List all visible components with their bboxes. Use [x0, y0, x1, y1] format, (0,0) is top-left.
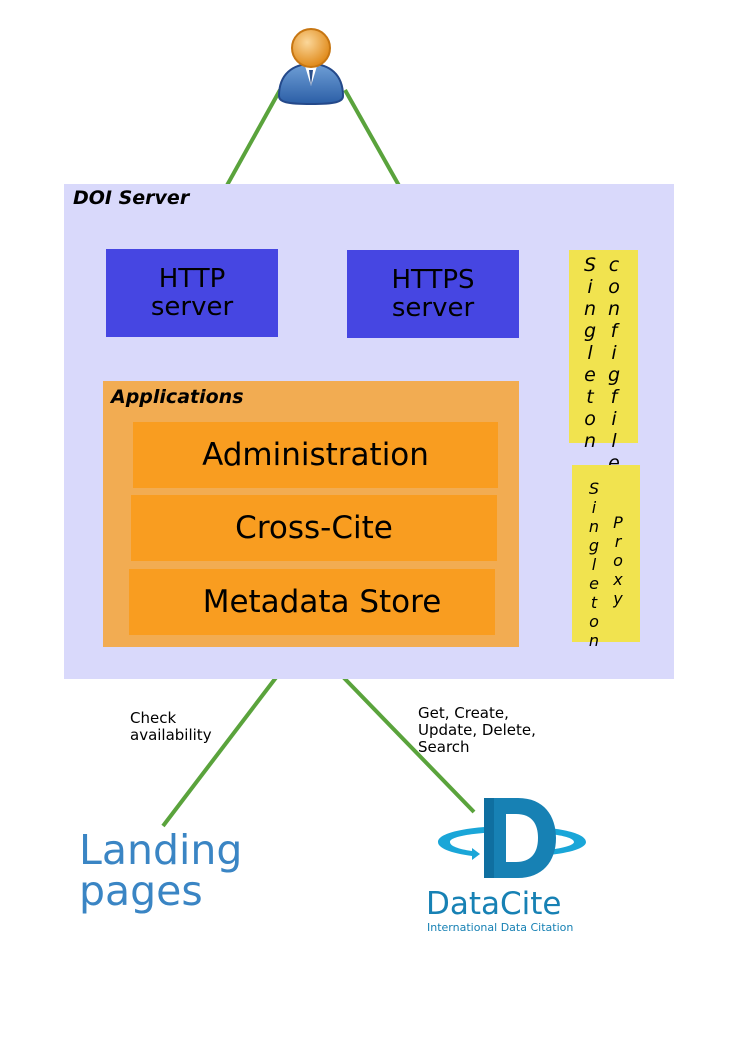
ops-label-line3: Search — [418, 738, 470, 756]
app-cross-cite: Cross-Cite — [131, 495, 497, 561]
datacite-tagline: International Data Citation — [427, 921, 574, 934]
singleton-config-col1-char: S — [583, 254, 597, 276]
singleton-proxy-col2-char: P — [613, 513, 623, 532]
https-server-line2: server — [391, 293, 475, 323]
ops-label-line2: Update, Delete, — [418, 721, 536, 739]
https-server-line1: HTTPS — [391, 265, 475, 295]
ops-label-line1: Get, Create, — [418, 704, 509, 722]
singleton-config-col2-char: f — [610, 320, 618, 342]
singleton-config-col2-char: n — [607, 298, 621, 320]
singleton-config-col2-char: o — [608, 276, 620, 298]
singleton-config-col1-char: n — [583, 430, 597, 452]
http-server-line2: server — [150, 292, 234, 322]
singleton-config-col1-char: i — [587, 276, 593, 298]
datacite-name: DataCite — [426, 886, 562, 922]
singleton-config-col2-char: f — [610, 386, 618, 408]
singleton-proxy-col1-char: l — [591, 555, 597, 574]
http-server-box: HTTP server — [106, 249, 278, 337]
landing-line2: pages — [79, 867, 203, 915]
singleton-proxy-col2-char: o — [613, 551, 623, 570]
singleton-proxy-col1-char: n — [588, 517, 600, 536]
applications-title: Applications — [111, 386, 244, 408]
singleton-config-col1-char: l — [587, 342, 593, 364]
app-administration: Administration — [133, 422, 498, 488]
https-server-box: HTTPS server — [347, 250, 519, 338]
edge-apps-landing — [161, 648, 299, 828]
person-icon — [277, 28, 345, 106]
singleton-config-col2-char: c — [608, 254, 620, 276]
singleton-config-col1-char: o — [584, 408, 596, 430]
singleton-proxy-col1-char: g — [588, 536, 600, 555]
app-metadata-store: Metadata Store — [129, 569, 495, 635]
singleton-proxy-col2-char: r — [614, 532, 622, 551]
singleton-proxy-col1-char: i — [591, 498, 597, 517]
check-label-line1: Check — [130, 709, 177, 727]
singleton-proxy-col2-char: x — [613, 570, 623, 589]
singleton-config-col1-char: t — [586, 386, 594, 408]
check-availability-label: Check availability — [130, 710, 212, 744]
singleton-proxy-col1-char: n — [588, 631, 600, 650]
operations-label: Get, Create, Update, Delete, Search — [418, 705, 536, 756]
singleton-config-col2-char: i — [611, 408, 617, 430]
landing-line1: Landing — [79, 826, 243, 874]
datacite-logo-icon — [438, 798, 586, 878]
singleton-proxy-col2-char: y — [613, 589, 623, 608]
http-server-line1: HTTP — [158, 264, 226, 294]
singleton-config-col2-char: l — [611, 430, 617, 452]
singleton-config-col1-char: n — [583, 298, 597, 320]
singleton-config-col1-char: g — [583, 320, 597, 342]
singleton-config-col1-char: e — [584, 364, 596, 386]
singleton-config-col2-char: i — [611, 342, 617, 364]
singleton-config-col2-char: g — [607, 364, 621, 386]
singleton-config-col2-char: e — [608, 452, 620, 474]
check-label-line2: availability — [130, 726, 212, 744]
singleton-proxy-col1-char: e — [589, 574, 599, 593]
doi-server-title: DOI Server — [73, 187, 190, 209]
singleton-proxy-col1-char: t — [590, 593, 598, 612]
singleton-proxy-col1-char: o — [589, 612, 599, 631]
singleton-proxy-col1-char: S — [588, 479, 600, 498]
landing-pages-text: Landing pages — [79, 830, 242, 912]
